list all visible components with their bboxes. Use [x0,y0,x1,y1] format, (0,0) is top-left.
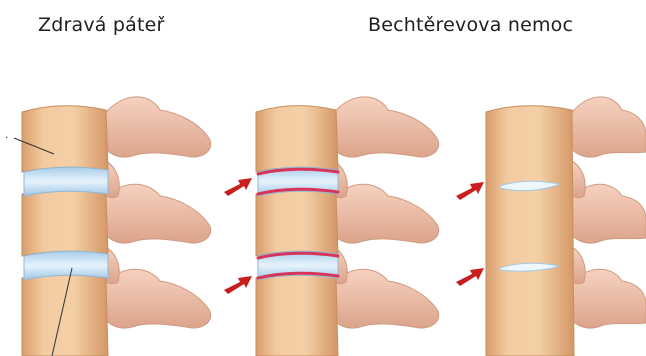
svg-text:·: · [5,131,9,144]
fused-spine-column [456,97,646,356]
inflamed-spine-column [224,97,439,356]
vertebral-bodies [256,106,338,356]
disc-upper [24,167,108,196]
spinous-processes [328,97,439,328]
spinous-processes [100,97,211,328]
healthy-spine-column: · [5,97,211,356]
vertebral-bodies [22,106,108,356]
arrow-icon [224,178,252,294]
spinous-processes [566,97,646,328]
arrow-icon [456,182,484,286]
fused-vertebral-body [486,106,574,356]
disc-lower [24,251,108,280]
